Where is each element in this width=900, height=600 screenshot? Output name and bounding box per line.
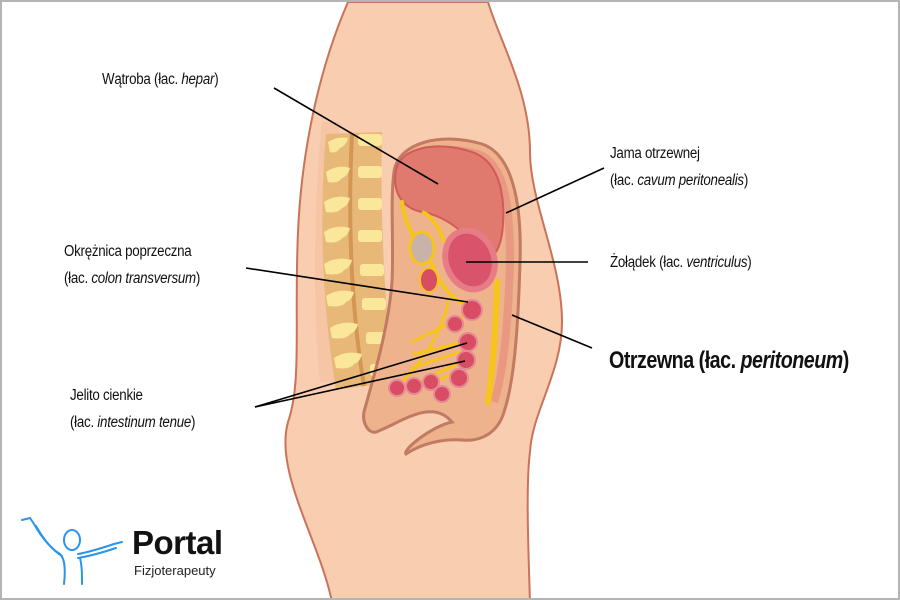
label-peritoneal-cavity-suffix: ) — [743, 172, 749, 189]
label-small-intestine: Jelito cienkie (łac. intestinum tenue) — [70, 382, 195, 436]
label-peritoneum: Otrzewna (łac. peritoneum) — [609, 346, 849, 376]
leader-line-small-intestine-1 — [254, 342, 468, 408]
label-small-intestine-name: Jelito cienkie — [70, 387, 143, 404]
spine — [322, 132, 394, 390]
leader-lines — [245, 87, 605, 408]
stomach-shape — [442, 227, 498, 293]
label-peritoneal-cavity: Jama otrzewnej (łac. cavum peritonealis) — [610, 140, 748, 194]
label-small-intestine-latin: intestinum tenue — [97, 414, 192, 431]
label-transverse-colon-name: Okrężnica poprzeczna — [64, 243, 192, 260]
label-stomach: Żołądek (łac. ventriculus) — [610, 249, 752, 276]
label-stomach-suffix: ) — [747, 254, 752, 271]
logo-subtitle: Fizjoterapeuty — [134, 563, 216, 578]
leader-line-small-intestine-2 — [254, 360, 466, 408]
label-peritoneum-latin: peritoneum — [740, 347, 844, 374]
pancreas-shape — [408, 230, 436, 266]
label-peritoneal-cavity-latin-line: (łac. cavum peritonealis) — [610, 167, 748, 194]
label-small-intestine-suffix: ) — [191, 414, 196, 431]
leader-line-peritoneum — [511, 314, 593, 349]
label-peritoneum-suffix: ) — [842, 347, 850, 374]
leader-line-peritoneal-cavity — [505, 167, 605, 214]
person-arms-raised-icon — [21, 516, 123, 585]
label-liver-prefix: (łac. — [154, 71, 182, 88]
label-liver-suffix: ) — [214, 71, 219, 88]
portal-fizjoterapeuty-logo: Portal Fizjoterapeuty — [20, 514, 250, 589]
label-stomach-prefix: (łac. — [659, 254, 687, 271]
label-stomach-latin: ventriculus — [686, 254, 748, 271]
label-transverse-colon-prefix: (łac. — [64, 270, 92, 287]
label-stomach-name: Żołądek — [610, 254, 656, 271]
label-peritoneum-prefix: (łac. — [698, 347, 741, 374]
label-transverse-colon-latin-line: (łac. colon transversum) — [64, 265, 200, 292]
label-peritoneal-cavity-latin: cavum peritonealis — [637, 172, 744, 189]
label-liver: Wątroba (łac. hepar) — [102, 66, 219, 93]
label-peritoneal-cavity-prefix: (łac. — [610, 172, 638, 189]
label-peritoneal-cavity-name: Jama otrzewnej — [610, 145, 700, 162]
label-liver-latin: hepar — [181, 71, 215, 88]
leader-line-transverse-colon — [245, 267, 469, 303]
label-transverse-colon: Okrężnica poprzeczna (łac. colon transve… — [64, 238, 200, 292]
label-small-intestine-prefix: (łac. — [70, 414, 98, 431]
label-liver-name: Wątroba — [102, 71, 151, 88]
leader-line-liver — [273, 87, 439, 185]
label-small-intestine-latin-line: (łac. intestinum tenue) — [70, 409, 195, 436]
intestine-loops — [388, 299, 483, 403]
label-peritoneum-name: Otrzewna — [609, 347, 694, 374]
logo-title: Portal — [132, 524, 223, 561]
label-transverse-colon-latin: colon transversum — [91, 270, 196, 287]
label-transverse-colon-suffix: ) — [195, 270, 201, 287]
